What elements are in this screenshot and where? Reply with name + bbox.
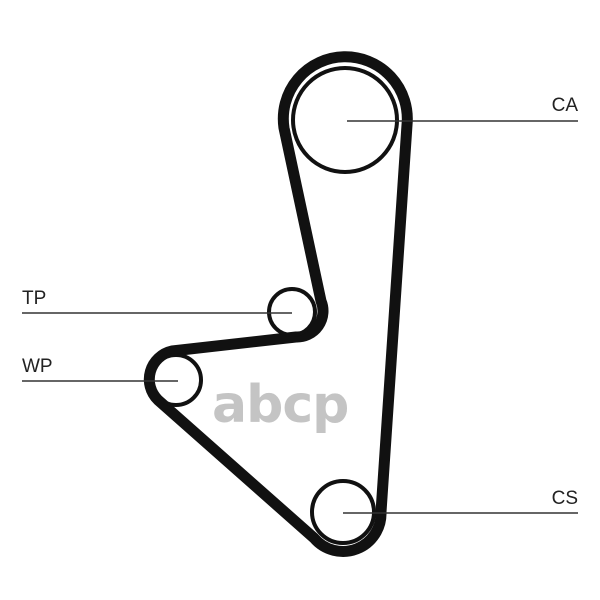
timing-belt bbox=[143, 51, 413, 557]
label-wp: WP bbox=[22, 356, 53, 377]
camshaft-pulley bbox=[291, 66, 399, 174]
crankshaft-pulley bbox=[310, 479, 376, 545]
label-cs: CS bbox=[552, 488, 578, 509]
watermark-logo: abcp bbox=[212, 375, 348, 435]
label-ca: CA bbox=[552, 95, 579, 116]
label-tp: TP bbox=[22, 288, 46, 309]
tensioner-pulley bbox=[267, 287, 317, 337]
water-pump-pulley bbox=[149, 353, 203, 407]
